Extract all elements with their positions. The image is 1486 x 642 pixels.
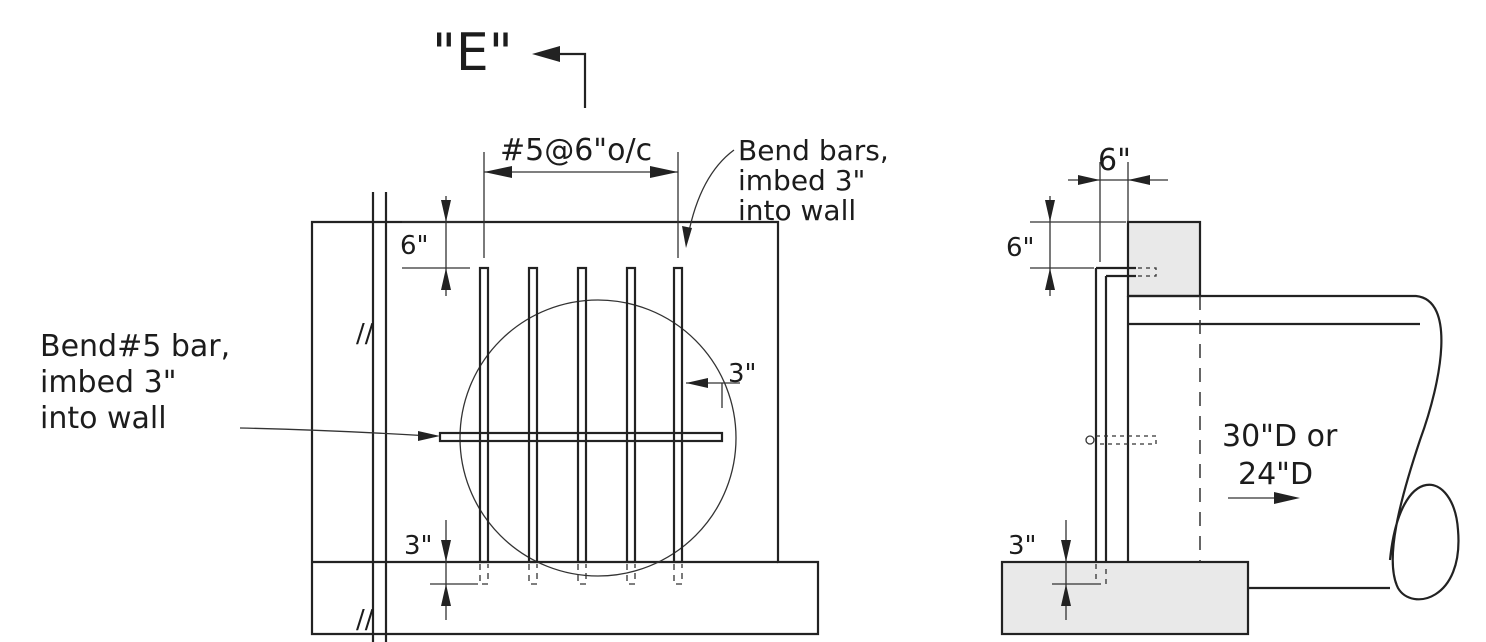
bend-bars-leader [687, 149, 735, 237]
dim-6-side-right: 6" [1006, 233, 1035, 263]
bend-bars-note-2: imbed 3" [738, 164, 865, 197]
dim-3-right: 3" [728, 359, 757, 389]
arrowhead [1078, 175, 1100, 185]
dim-6-top-left: 6" [400, 231, 429, 261]
dim-6-top-right: 6" [1098, 143, 1131, 178]
vertical-bar [625, 266, 637, 564]
arrowhead [1128, 175, 1150, 185]
arrowhead [441, 268, 451, 290]
break-symbol-bottom: // [356, 605, 374, 635]
horizontal-bar-embed [1096, 435, 1157, 445]
arrowhead [1045, 268, 1055, 290]
vertical-bar [576, 266, 588, 564]
bar-embed-dashes [479, 564, 683, 585]
horizontal-bend-bar [438, 431, 724, 443]
bend5-leader [239, 427, 431, 437]
wall-section-upper [1126, 220, 1202, 298]
vertical-bars [478, 266, 684, 585]
section-arrow [538, 52, 587, 108]
dim-3-bottom-right: 3" [1008, 531, 1037, 561]
bend-bars-note-1: Bend bars, [738, 134, 889, 167]
spacing-label: #5@6"o/c [500, 133, 652, 168]
horizontal-bar-section [1085, 435, 1095, 445]
arrowhead [441, 540, 451, 562]
arrowhead [484, 166, 512, 178]
pipe-outline [1128, 294, 1460, 601]
section-arrowhead [532, 46, 560, 62]
arrowhead [1061, 584, 1071, 606]
bend5-leader-arrow [418, 431, 440, 441]
pipe-size-label-1: 30"D or [1222, 419, 1338, 454]
arrowhead [650, 166, 678, 178]
section-bar-footing-embed [1095, 564, 1107, 585]
bend-bars-leader-arrow [682, 226, 692, 248]
arrowhead [441, 584, 451, 606]
footing-section [1000, 560, 1250, 636]
section-marker: "E" [432, 23, 513, 83]
pipe-opening-circle [459, 299, 737, 577]
section-bar-embed [1138, 267, 1157, 277]
arrowhead [441, 200, 451, 222]
flow-arrowhead [1274, 492, 1300, 504]
front-elevation: // // "E" #5@6"o/c Bend bars, imbed 3" [40, 23, 889, 642]
arrowhead [686, 378, 708, 388]
arrowhead [1045, 200, 1055, 222]
section-view: 6" 6" 3" 30"D or 24"D [1000, 143, 1460, 636]
pipe-size-label-2: 24"D [1238, 457, 1313, 492]
break-symbol-top: // [356, 319, 374, 349]
bend5-note-1: Bend#5 bar, [40, 329, 230, 364]
vertical-bar [672, 266, 684, 564]
vertical-bar [478, 266, 490, 564]
vertical-bar [527, 266, 539, 564]
section-bar [1094, 266, 1136, 562]
arrowhead [1061, 540, 1071, 562]
bend-bars-note-3: into wall [738, 194, 856, 227]
dim-3-bottom-left: 3" [404, 531, 433, 561]
bend5-note-2: imbed 3" [40, 365, 177, 400]
bend5-note-3: into wall [40, 401, 167, 436]
wall-outline [310, 220, 820, 636]
